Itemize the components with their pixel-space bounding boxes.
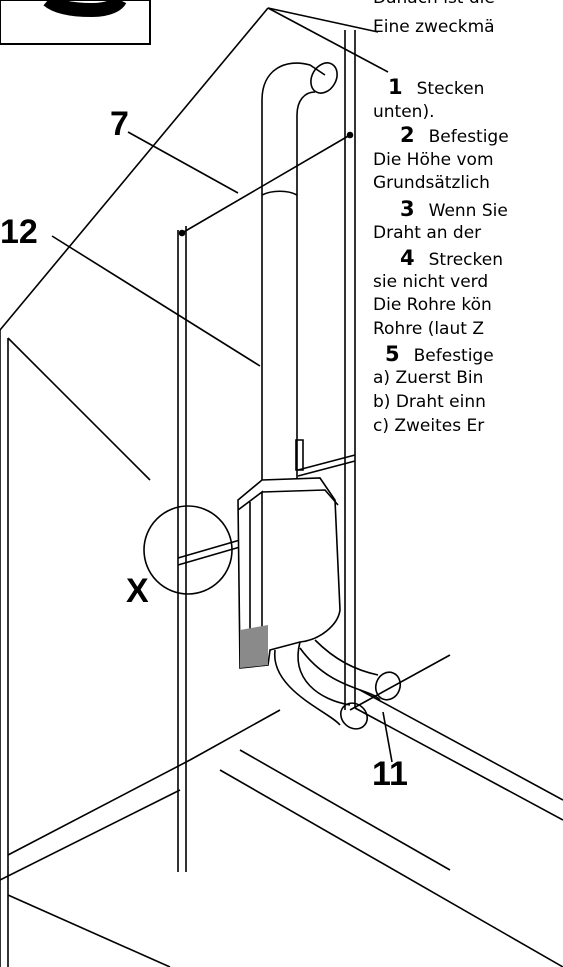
wire-anchor-upper-right: [346, 131, 354, 139]
exhaust-pipe-left: [274, 641, 351, 726]
floor-line-2: [0, 789, 181, 881]
bracket-left: [177, 539, 241, 566]
leader-7: [127, 131, 239, 194]
roof-slope-left: [0, 7, 269, 331]
dryer-unit-body: [237, 477, 341, 669]
callout-x: X: [126, 572, 149, 610]
floor-line-3: [7, 894, 171, 967]
leader-11: [382, 711, 393, 763]
leader-12: [51, 235, 261, 367]
detail-circle-x: [143, 505, 233, 595]
vertical-pipe: [261, 100, 298, 495]
callout-12: 12: [0, 213, 38, 251]
side-wall-top: [7, 337, 151, 481]
exhaust-pipe-opening-left: [339, 702, 369, 730]
dryer-top-panel: [261, 489, 339, 506]
pipe-elbow: [261, 62, 326, 116]
dryer-shade: [240, 625, 268, 668]
floor-line-8: [219, 769, 563, 967]
callout-11: 11: [372, 755, 408, 793]
roof-slope-right: [267, 7, 389, 73]
wire-upper: [181, 134, 351, 234]
exhaust-pipe-right: [299, 639, 381, 701]
floor-line-6: [354, 707, 563, 821]
callout-7: 7: [110, 105, 129, 143]
floor-line-4: [189, 709, 281, 761]
floor-line-9: [239, 749, 451, 871]
pipe-joint: [261, 190, 298, 196]
exhaust-pipe-opening-right: [374, 671, 402, 701]
bracket-right: [297, 454, 356, 477]
floor-line-7: [359, 689, 563, 801]
step-digit-fragment: [43, 0, 127, 18]
dryer-vent-detail: [295, 439, 304, 471]
pipe-opening-top: [310, 62, 338, 94]
floor-line-1: [7, 759, 191, 856]
wire-anchor-upper-left: [178, 229, 186, 237]
roof-top-line: [267, 7, 379, 33]
